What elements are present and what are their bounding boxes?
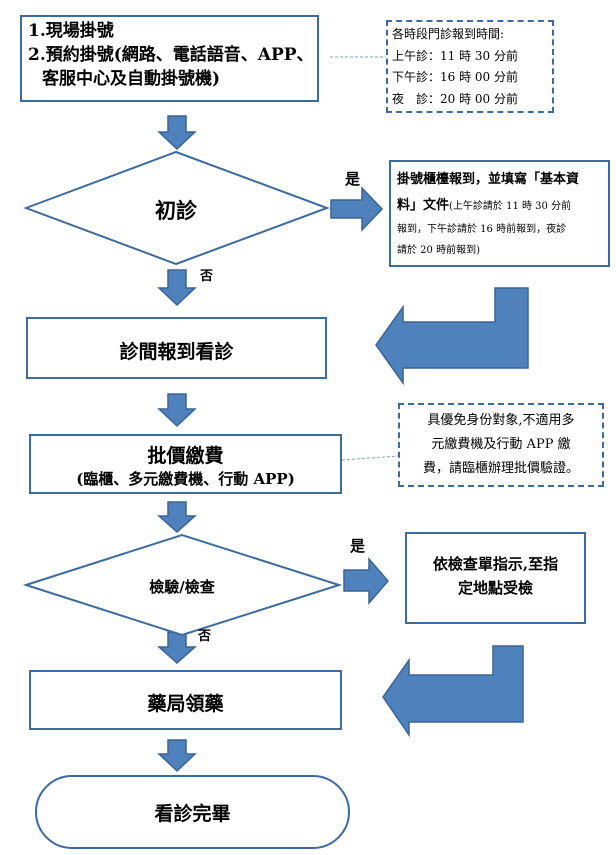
exemption-line-3: 費，請臨櫃辦理批價驗證。 [422, 461, 579, 476]
exam-yes-label: 是 [350, 537, 366, 555]
first-visit-no-label: 否 [200, 269, 214, 284]
registration-box: 1.現場掛號 2.預約掛號(網路、電話語音、APP、 客服中心及自動掛號機) [20, 15, 319, 102]
right-arrow-yes-exam [343, 556, 389, 606]
registration-text: 1.現場掛號 2.預約掛號(網路、電話語音、APP、 客服中心及自動掛號機) [28, 19, 314, 91]
end-terminator [35, 775, 350, 849]
first-visit-action-small-3: 報到，下午診請於 16 時前報到，夜診 [397, 224, 567, 235]
pharmacy-label: 藥局領藥 [147, 693, 224, 715]
note-title: 各時段門診報到時間: [392, 27, 505, 41]
consultation-box: 診間報到看診 [26, 317, 327, 379]
payment-subtitle: (臨櫃、多元繳費機、行動 APP) [76, 470, 295, 488]
note-connector-line [341, 455, 399, 461]
payment-box: 批價繳費 (臨櫃、多元繳費機、行動 APP) [29, 434, 342, 494]
first-visit-label: 初診 [155, 198, 197, 223]
down-arrow-4 [157, 501, 197, 534]
exam-label: 檢驗/檢查 [149, 578, 215, 596]
return-arrow-1 [375, 287, 529, 386]
payment-label: 批價繳費 [147, 445, 224, 467]
exam-no-label: 否 [198, 629, 212, 644]
first-visit-action-box: 掛號櫃檯報到，並填寫「基本資 料」文件(上午診請於 11 時 30 分前 報到，… [389, 160, 610, 267]
registration-line-3: 客服中心及自動掛號機) [42, 69, 221, 89]
note-morning: 上午診：11 時 30 分前 [392, 48, 518, 63]
first-visit-action-line-1: 掛號櫃檯報到，並填寫「基本資 [397, 172, 580, 187]
down-arrow-1 [157, 115, 197, 151]
first-visit-action-small-4: 請於 20 時前報到) [397, 245, 480, 256]
checkin-deadline-note: 各時段門診報到時間: 上午診：11 時 30 分前 下午診：16 時 00 分前… [386, 20, 554, 113]
right-arrow-yes-first-visit [330, 186, 384, 232]
exam-action-box: 依檢查單指示,至指 定地點受檢 [405, 532, 586, 624]
exemption-line-2: 元繳費機及行動 APP 繳 [431, 437, 571, 452]
down-arrow-5 [157, 631, 197, 665]
pharmacy-box: 藥局領藥 [29, 670, 342, 730]
exemption-line-1: 具優免身份對象,不適用多 [427, 413, 575, 428]
exemption-note: 具優免身份對象,不適用多 元繳費機及行動 APP 繳 費，請臨櫃辦理批價驗證。 [398, 403, 604, 487]
first-visit-action-small-2: (上午診請於 11 時 30 分前 [449, 201, 572, 212]
return-arrow-2 [382, 645, 524, 738]
first-visit-yes-label: 是 [345, 170, 361, 188]
down-arrow-2 [157, 269, 197, 307]
first-visit-action-bold-2: 料」文件 [397, 198, 450, 213]
exam-action-line-2: 定地點受檢 [457, 579, 533, 597]
registration-line-1: 1.現場掛號 [28, 21, 114, 41]
note-afternoon: 下午診：16 時 00 分前 [392, 70, 518, 84]
exam-action-line-1: 依檢查單指示,至指 [432, 555, 559, 573]
down-arrow-3 [157, 393, 197, 428]
consultation-label: 診間報到看診 [119, 341, 234, 363]
end-label: 看診完畢 [154, 803, 231, 825]
down-arrow-6 [157, 739, 197, 773]
note-evening: 夜 診：20 時 00 分前 [392, 91, 518, 106]
exam-diamond [22, 533, 343, 637]
first-visit-diamond [23, 150, 330, 266]
registration-line-2: 2.預約掛號(網路、電話語音、APP、 [28, 45, 314, 65]
